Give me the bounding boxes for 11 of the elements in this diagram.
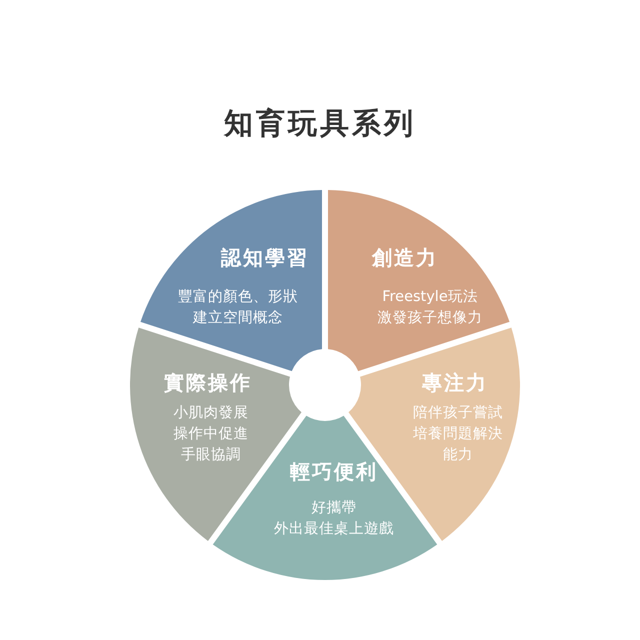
segment-text: Freestyle玩法激發孩子想像力: [378, 288, 482, 328]
segment-heading: 輕巧便利: [290, 458, 378, 486]
title: 知育玩具系列: [222, 105, 417, 142]
segment-heading: 認知學習: [221, 244, 309, 272]
segment-text: 豐富的顏色、形狀建立空間概念: [178, 288, 298, 328]
segment-heading: 專注力: [422, 370, 488, 396]
segment-text: 小肌肉發展操作中促進手眼協調: [174, 404, 248, 465]
segment-heading: 創造力: [372, 244, 438, 272]
segment-heading: 實際操作: [164, 370, 252, 396]
segment-text: 好攜帶外出最佳桌上遊戲: [274, 499, 394, 539]
segment-text: 陪伴孩子嘗試培養問題解決能力: [413, 404, 503, 465]
